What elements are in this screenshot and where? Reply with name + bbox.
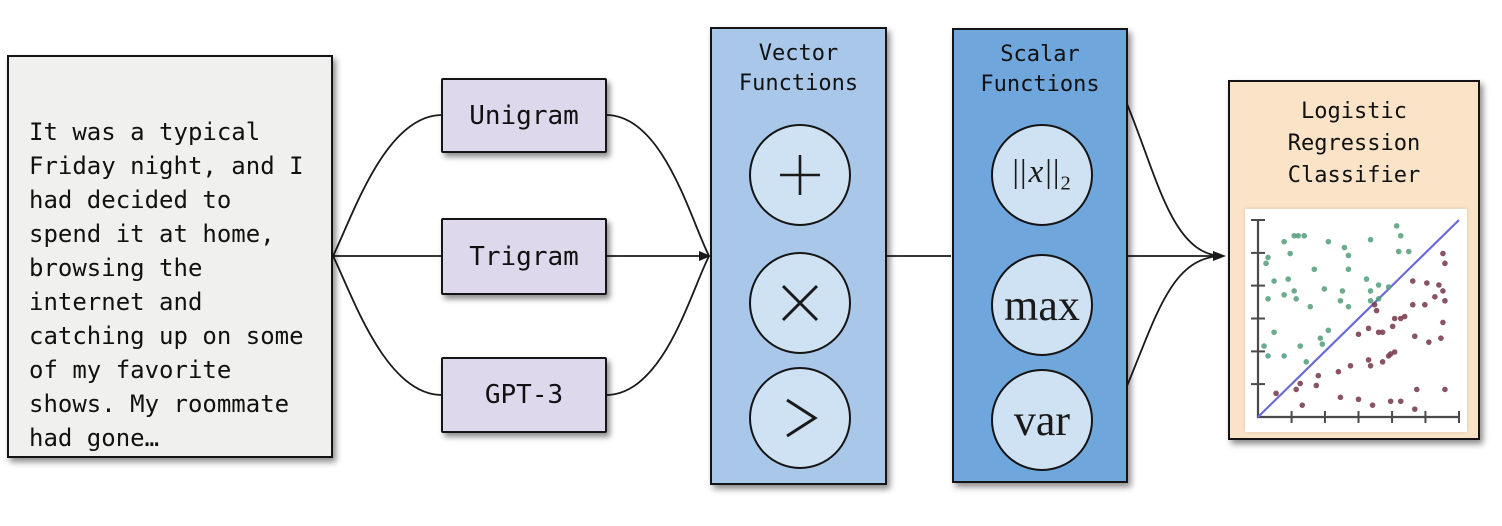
arrowhead-into-vector-icon — [699, 251, 711, 261]
edge-scalar-top-to-classifier — [1126, 103, 1224, 257]
input-text-box: It was a typical Friday night, and I had… — [7, 55, 333, 458]
classifier-title-line3: Classifier — [1287, 163, 1421, 188]
model-label-trigram: Trigram — [469, 241, 579, 272]
input-text: It was a typical Friday night, and I had… — [29, 118, 304, 452]
scalar-title-line2: Functions — [980, 72, 1100, 97]
scatter-plot — [1245, 209, 1467, 432]
var-circle: var — [991, 369, 1093, 471]
times-op-circle — [749, 252, 851, 354]
greater-op-circle — [749, 367, 851, 469]
edge-text-to-unigram — [332, 114, 443, 257]
var-label: var — [1013, 395, 1071, 445]
vector-title-line2: Functions — [738, 71, 859, 96]
edge-gpt3-to-vector — [605, 255, 710, 396]
classifier-title-line2: Regression — [1287, 131, 1421, 156]
classifier-box: Logistic Regression Classifier — [1228, 80, 1480, 440]
edge-unigram-to-vector — [605, 114, 710, 257]
times-icon — [781, 284, 819, 322]
vector-functions-title: Vector Functions — [712, 29, 885, 99]
model-box-gpt3: GPT-3 — [441, 357, 607, 433]
model-box-trigram: Trigram — [441, 218, 607, 295]
vector-title-line1: Vector — [758, 41, 839, 66]
scalar-functions-title: Scalar Functions — [954, 30, 1126, 100]
plus-op-circle — [749, 124, 851, 226]
classifier-title: Logistic Regression Classifier — [1230, 82, 1478, 192]
greater-icon — [786, 398, 818, 438]
max-label: max — [1004, 280, 1080, 330]
model-box-unigram: Unigram — [441, 78, 607, 153]
model-label-unigram: Unigram — [469, 100, 579, 131]
arrowhead-into-classifier-icon — [1213, 251, 1226, 261]
model-label-gpt3: GPT-3 — [484, 380, 564, 410]
max-circle: max — [991, 254, 1093, 356]
edge-text-to-gpt3 — [332, 255, 443, 396]
l2-norm-label: ||x||2 — [1012, 154, 1072, 195]
edge-scalar-bottom-to-classifier — [1126, 255, 1224, 387]
plus-icon — [780, 155, 820, 195]
vector-functions-box: Vector Functions — [710, 27, 887, 485]
scalar-title-line1: Scalar — [1000, 42, 1080, 67]
scalar-functions-box: Scalar Functions ||x||2 max var — [952, 28, 1128, 483]
l2-norm-circle: ||x||2 — [991, 124, 1093, 226]
scatter-plot-svg — [1251, 219, 1460, 423]
classifier-title-line1: Logistic — [1301, 99, 1407, 124]
